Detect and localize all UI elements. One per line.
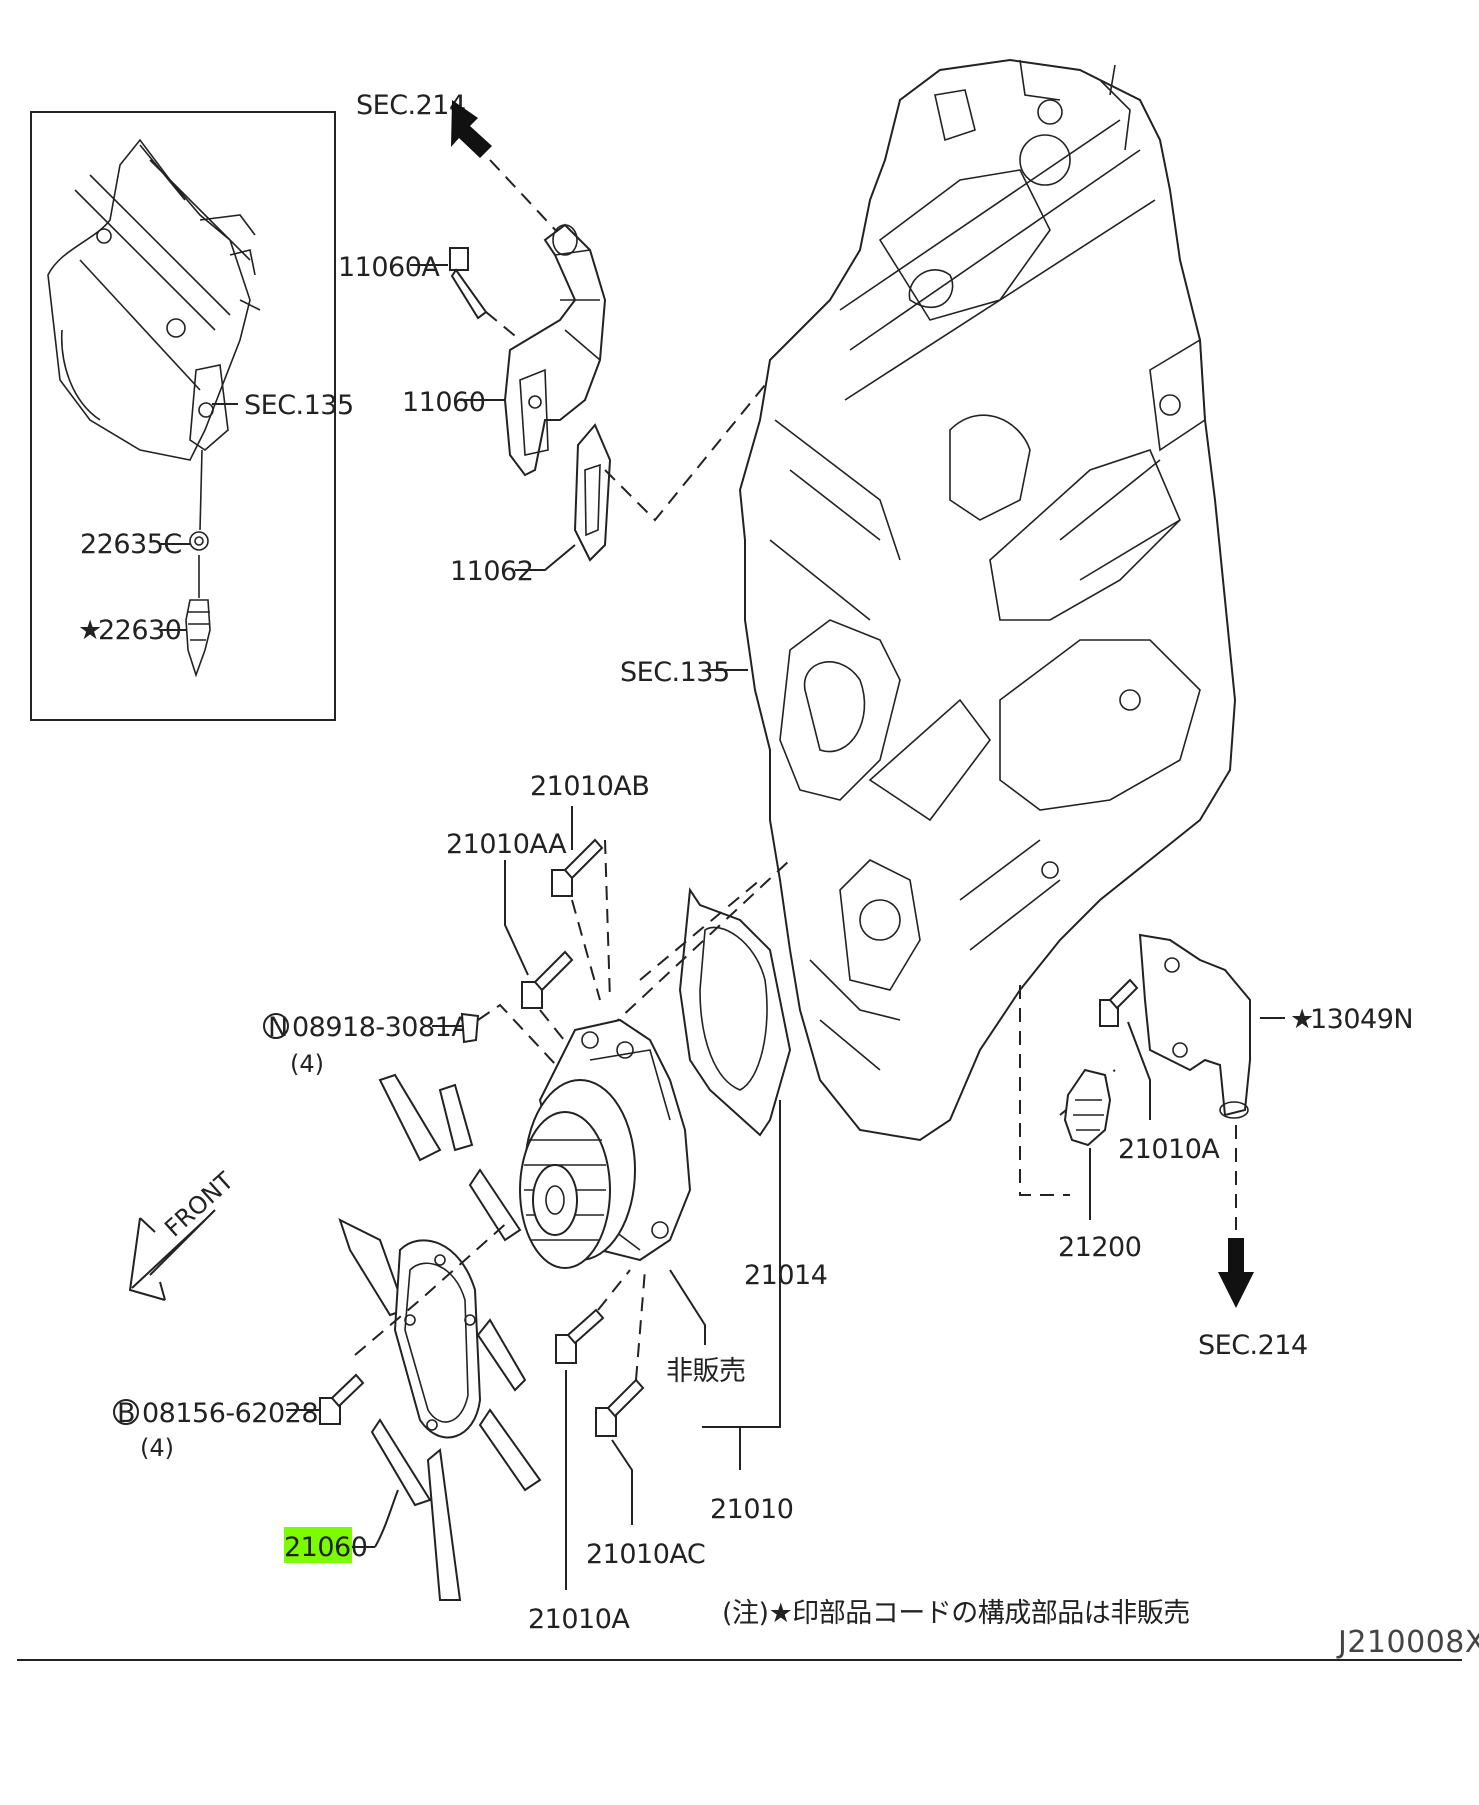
label-08156-qty: (4) [140,1434,174,1462]
inset-box: SEC.135 22635C ★ 22630 [30,111,354,721]
arrow-down-icon [1218,1238,1254,1308]
arrow-up-left-icon [451,100,492,158]
nut-08918-drawing [460,1012,480,1044]
label-21014: 21014 [744,1260,827,1291]
star-icon: ★ [78,615,102,646]
label-not-for-sale: 非販売 [666,1356,746,1387]
label-22635c: 22635C [80,529,182,560]
label-13049n: 13049N [1310,1004,1413,1035]
highlight-21060 [284,1527,352,1563]
gasket-21014-drawing [678,887,792,1137]
label-21010ab: 21010AB [530,771,649,802]
inset-manifold-drawing [47,138,261,678]
gasket-11062-drawing [573,423,612,562]
thermostat-housing-group: SEC.214 11060A 11060 11062 [338,90,766,587]
water-inlet-group: ★ 13049N 21200 21010A SEC.214 [1019,933,1414,1361]
label-front: FRONT [159,1167,239,1243]
bolt-21010a-bottom-drawing [555,1308,605,1364]
label-21010: 21010 [710,1494,793,1525]
marker-b-icon: B [117,1398,135,1429]
bolt-11060a-drawing [449,247,488,320]
fan-21060-drawing [338,1073,542,1601]
bolt-21010aa-drawing [521,950,574,1009]
label-08918-qty: (4) [290,1050,324,1078]
front-arrow-icon [128,1209,216,1301]
label-11062: 11062 [450,556,533,587]
note-text: (注)★印部品コードの構成部品は非販売 [722,1598,1190,1629]
label-22630: 22630 [98,615,181,646]
label-sec214-bottom: SEC.214 [1198,1330,1308,1361]
engine-block-drawing [738,58,1237,1142]
label-08156-62028: 08156-62028 [142,1398,318,1429]
label-sec214-top: SEC.214 [356,90,466,121]
thermostat-21200-drawing [1063,1068,1112,1147]
water-pump-21010-drawing [519,1018,692,1269]
bolt-21010ab-drawing [551,838,604,897]
label-21010ac: 21010AC [586,1539,705,1570]
label-11060: 11060 [402,387,485,418]
water-pump-group: 21010AB 21010AA N 08918-3081A (4) [263,771,828,1635]
label-21010aa: 21010AA [446,829,567,860]
bolt-08156-drawing [319,1373,365,1425]
label-11060a: 11060A [338,252,440,283]
bolt-21010ac-drawing [595,1378,645,1437]
label-21010a-bottom: 21010A [528,1604,630,1635]
label-21200: 21200 [1058,1232,1141,1263]
label-21010a-right: 21010A [1118,1134,1220,1165]
thermostat-housing-11060-drawing [503,223,607,477]
label-sec135-inset: SEC.135 [244,390,354,421]
fan-group: FRONT B 08156-62028 (4) [113,1073,542,1601]
bolt-21010a-right-drawing [1099,978,1139,1027]
water-inlet-13049n-drawing [1138,933,1251,1119]
diagram-code: J210008X [1336,1625,1479,1660]
label-21060[interactable]: 21060 [284,1532,368,1563]
label-sec135-main: SEC.135 [620,657,730,688]
label-08918-3081a: 08918-3081A [292,1012,470,1043]
star-icon: ★ [1290,1004,1314,1035]
